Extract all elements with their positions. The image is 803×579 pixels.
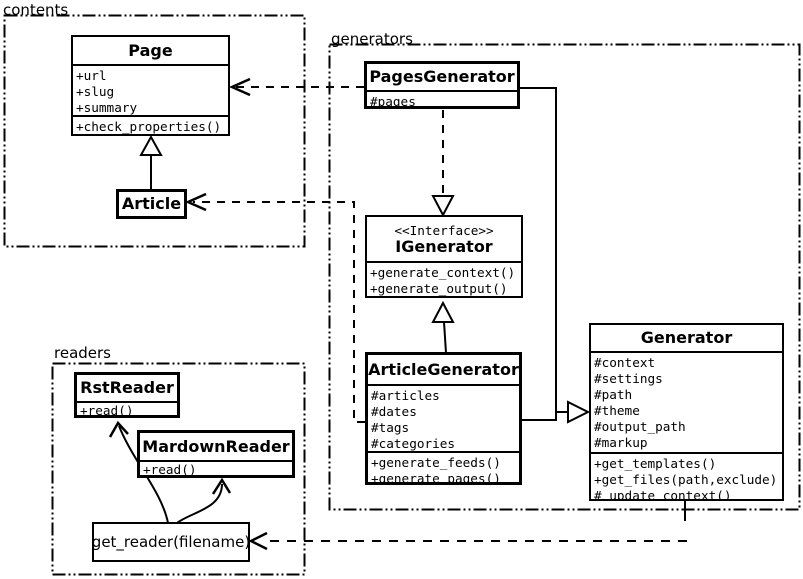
articlegenerator-methods: +generate_feeds() +generate_pages(): [368, 451, 519, 482]
class-method: +generate_pages(): [371, 471, 501, 482]
class-box-page: Page +url +slug +summary +check_properti…: [71, 35, 230, 136]
page-methods: +check_properties(): [73, 115, 228, 134]
class-box-rstreader: RstReader +read(): [74, 372, 180, 418]
class-method: +generate_feeds(): [371, 455, 501, 470]
articlegenerator-to-generator-inheritance-line: [521, 412, 557, 421]
rstreader-methods: +read(): [77, 401, 177, 415]
class-attribute: #dates: [371, 404, 417, 419]
pagesgenerator-to-generator-inheritance-line: [519, 87, 568, 413]
igenerator-stereotype: <<Interface>>: [394, 222, 494, 238]
class-title-mardownreader: MardownReader: [142, 436, 290, 456]
pagesgenerator-to-igenerator-realization-triangle: [431, 195, 455, 218]
class-attribute: +summary: [76, 100, 138, 115]
igenerator-methods: +generate_context() +generate_output(): [367, 261, 521, 296]
generators-package-border: [328, 43, 801, 511]
class-box-mardownreader: MardownReader +read(): [137, 430, 295, 478]
contents-package-label: contents: [3, 1, 69, 19]
contents-package-border: [3, 14, 306, 248]
class-title-generator: Generator: [640, 328, 733, 347]
articlegenerator-to-igenerator-realization-triangle: [431, 300, 455, 323]
class-method: #_update_context(): [594, 488, 732, 499]
class-method: +get_templates(): [594, 456, 717, 471]
readers-package-label: readers: [54, 344, 111, 362]
getreader-to-mardownreader-arrowhead: [211, 477, 232, 495]
class-attribute: #output_path: [594, 419, 686, 434]
generators-package-label: generators: [331, 30, 413, 48]
getreader-to-mardownreader-arrow-curve: [176, 483, 223, 524]
class-attribute: +slug: [76, 84, 115, 99]
pagesgenerator-attributes: #pages: [367, 90, 517, 106]
class-attribute: +url: [76, 68, 107, 83]
class-method: +read(): [143, 462, 197, 475]
class-attribute: #settings: [594, 371, 663, 386]
article-to-page-inheritance-triangle: [139, 134, 163, 156]
class-attribute: #context: [594, 355, 656, 370]
generator-to-getreader-dependency-arrowhead: [248, 531, 268, 551]
class-title-article: Article: [121, 194, 182, 213]
page-attributes: +url +slug +summary: [73, 64, 228, 115]
class-attribute: #pages: [370, 94, 416, 106]
get-reader-label: get_reader(filename): [91, 533, 251, 551]
class-title-articlegenerator: ArticleGenerator: [368, 359, 519, 379]
class-method: +check_properties(): [76, 119, 222, 134]
class-box-generator: Generator #context #settings #path #them…: [589, 323, 784, 501]
igenerator-name: IGenerator: [395, 236, 493, 256]
class-attribute: #tags: [371, 420, 410, 435]
articlegenerator-to-article-dependency-line: [193, 201, 365, 423]
class-title-rstreader: RstReader: [80, 378, 174, 397]
class-title-igenerator: <<Interface>> IGenerator: [367, 217, 521, 261]
pagesgenerator-to-page-dependency-arrowhead: [228, 77, 251, 97]
class-attribute: #path: [594, 387, 633, 402]
readers-package-border: [51, 362, 306, 576]
class-attribute: #markup: [594, 435, 648, 450]
class-method: +read(): [80, 403, 134, 415]
articlegenerator-to-igenerator-realization-line: [443, 321, 447, 354]
class-method: +generate_context(): [370, 265, 516, 280]
class-method: +generate_output(): [370, 281, 508, 296]
class-method: +get_files(path,exclude): [594, 472, 778, 487]
class-title-page: Page: [128, 40, 173, 60]
articlegenerator-to-article-dependency-arrowhead: [184, 192, 207, 212]
class-attribute: #theme: [594, 403, 640, 418]
articlegenerator-attributes: #articles #dates #tags #categories: [368, 384, 519, 451]
getreader-to-rstreader-arrowhead: [108, 420, 129, 438]
generator-attributes: #context #settings #path #theme #output_…: [591, 351, 782, 452]
get-reader-box: get_reader(filename): [92, 522, 250, 562]
class-attribute: #articles: [371, 388, 440, 403]
class-title-pagesgenerator: PagesGenerator: [369, 67, 515, 86]
class-box-articlegenerator: ArticleGenerator #articles #dates #tags …: [365, 352, 522, 485]
class-box-article: Article: [116, 189, 187, 219]
class-box-pagesgenerator: PagesGenerator #pages: [364, 61, 520, 109]
class-box-igenerator: <<Interface>> IGenerator +generate_conte…: [365, 215, 523, 298]
mardownreader-methods: +read(): [140, 460, 292, 475]
generator-inheritance-triangle: [567, 400, 591, 424]
class-attribute: #categories: [371, 436, 456, 451]
generator-methods: +get_templates() +get_files(path,exclude…: [591, 452, 782, 499]
